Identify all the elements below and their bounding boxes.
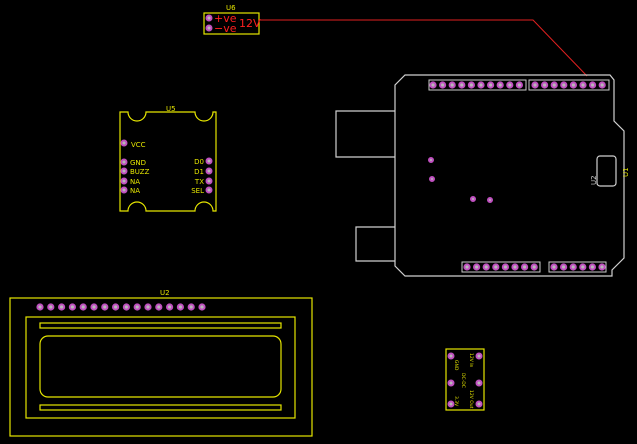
component-u5[interactable]: U5 VCC GND BUZZ NA NA D0 D1 TX SEL: [119, 105, 217, 212]
pad: [511, 263, 519, 271]
pad: [463, 263, 471, 271]
u1-header-pads: [429, 81, 606, 271]
u5-ref: U5: [166, 105, 176, 113]
pad: [521, 263, 529, 271]
pad: [560, 81, 568, 89]
pad: [90, 303, 98, 311]
pad: [47, 303, 55, 311]
pad: [187, 303, 195, 311]
pad: [473, 263, 481, 271]
pad: [467, 81, 475, 89]
pad: [501, 263, 509, 271]
pad: [579, 263, 587, 271]
u5-pin-d1: D1: [194, 168, 204, 176]
u5-pin-buzz: BUZZ: [130, 168, 150, 176]
pad: [589, 81, 597, 89]
u5-pin-tx: TX: [194, 178, 204, 186]
pad: [515, 81, 524, 89]
u5-pin-d0: D0: [194, 158, 204, 166]
pad: [68, 303, 77, 311]
pad: [492, 263, 500, 271]
pad: [569, 81, 578, 89]
pad: [550, 263, 558, 271]
pad: [579, 81, 587, 89]
pad: [79, 303, 87, 311]
pad: [482, 263, 490, 271]
pad: [155, 303, 163, 311]
u3-pin-12v-out: 12V Out: [468, 390, 474, 409]
pad: [588, 263, 597, 271]
u2-pin-pads: [36, 303, 206, 311]
u2-ref: U2: [160, 289, 170, 297]
pad: [598, 263, 606, 271]
u3-pin-gnd: GND: [453, 360, 459, 371]
pad: [496, 81, 504, 89]
u1-ref: U1: [622, 167, 630, 177]
u1-chip-ref: U2: [590, 175, 598, 185]
pad: [550, 81, 558, 89]
pad: [439, 81, 447, 89]
u5-pin-sel: SEL: [191, 187, 204, 195]
component-u3[interactable]: GND 12V In 3.3V 12V Out DC-DC: [445, 348, 485, 411]
u3-part: DC-DC: [460, 373, 466, 388]
u5-pin-na2: NA: [130, 187, 140, 195]
component-u1[interactable]: U2 U1: [335, 74, 630, 277]
power-trace[interactable]: [259, 19, 588, 77]
u6-pin-neg: −ve: [214, 22, 237, 35]
pad: [448, 81, 456, 89]
pad: [506, 81, 514, 89]
pad: [166, 303, 174, 311]
u3-pin-3v3: 3.3V: [453, 396, 459, 407]
pad: [530, 263, 538, 271]
u3-pin-12v-in: 12V In: [468, 353, 474, 368]
pad: [112, 303, 120, 311]
pad: [58, 303, 66, 311]
pad: [560, 263, 568, 271]
component-u6[interactable]: U6 +ve −ve 12V: [203, 4, 261, 35]
pad: [429, 81, 437, 89]
pad: [531, 81, 539, 89]
pad: [477, 81, 485, 89]
pad: [569, 263, 577, 271]
u6-value: 12V: [239, 17, 261, 30]
pad: [133, 303, 141, 311]
pad: [122, 303, 131, 311]
pad: [36, 303, 44, 311]
pad: [198, 303, 206, 311]
pad: [598, 81, 606, 89]
u6-pin-pos: +ve: [214, 12, 237, 25]
u5-pin-gnd: GND: [130, 159, 146, 167]
u5-pin-vcc: VCC: [131, 141, 146, 149]
pad: [487, 81, 495, 89]
pad: [458, 81, 466, 89]
pad: [541, 81, 549, 89]
pad: [144, 303, 152, 311]
u6-ref: U6: [226, 4, 236, 12]
pad: [101, 303, 109, 311]
pad: [176, 303, 184, 311]
component-u2[interactable]: U2: [9, 289, 313, 437]
u5-pin-na1: NA: [130, 178, 140, 186]
